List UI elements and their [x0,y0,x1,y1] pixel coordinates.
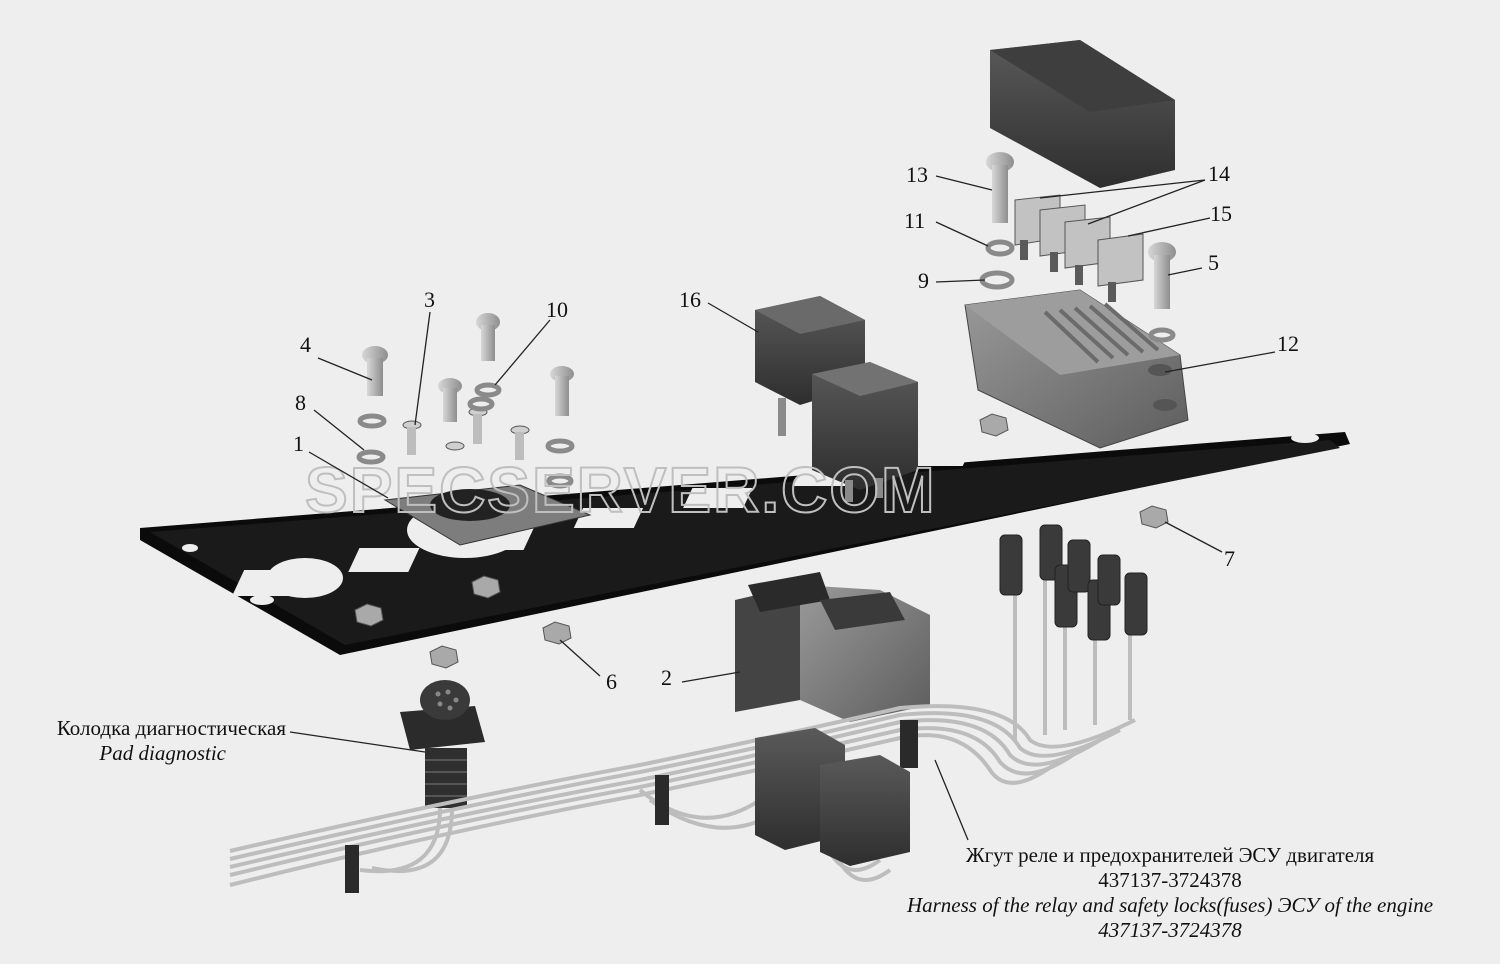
callout-6: 6 [606,669,617,694]
harness-terminals [999,524,1148,641]
callout-13: 13 [906,162,928,187]
callout-9: 9 [918,268,929,293]
callout-numbers: 1 2 3 4 5 6 7 8 9 10 11 12 13 14 15 16 [293,161,1299,694]
fuse-box-cover [990,40,1175,188]
nut-part-7 [1139,505,1169,529]
bolt-top-center [476,313,500,361]
caption-diagnostic-pad-en: Pad diagnostic [99,741,226,765]
caption-diagnostic-pad-ru: Колодка диагностическая [56,716,286,740]
watermark: SPECSERVER.COM [305,454,936,526]
harness-clips [345,720,918,893]
caption-harness-ru: Жгут реле и предохранителей ЭСУ двигател… [965,843,1375,867]
washer-part-11 [985,239,1015,257]
washer-fusebox [1148,327,1176,343]
diagnostic-connector [400,680,485,808]
callout-4: 4 [300,332,311,357]
caption-harness: Жгут реле и предохранителей ЭСУ двигател… [850,843,1490,943]
washers [356,382,575,489]
callout-10: 10 [546,297,568,322]
relay-socket-part-2 [735,572,930,722]
bolt-right [550,366,574,416]
screw-pair [445,407,530,460]
nuts [354,413,1169,669]
fuses-part-14 [1014,194,1144,302]
callout-16: 16 [679,287,701,312]
screw-part-3 [402,420,422,455]
callout-1: 1 [293,431,304,456]
callout-5: 5 [1208,250,1219,275]
fuse-box-part-12 [964,289,1189,449]
mounting-plate [111,377,1350,655]
leader-lines [289,175,1276,841]
bolt-part-13 [986,152,1014,223]
relay-second [812,362,918,502]
callout-3: 3 [424,287,435,312]
nut-part-6 [542,621,572,645]
callout-11: 11 [904,208,925,233]
caption-harness-ru-part: 437137-3724378 [1098,868,1242,892]
caption-harness-en: Harness of the relay and safety locks(fu… [906,893,1434,917]
bolt-center [438,378,462,422]
callout-15: 15 [1210,201,1232,226]
callout-7: 7 [1224,546,1235,571]
callout-2: 2 [661,665,672,690]
bolt-part-4 [362,346,388,396]
adapter-plate [383,484,592,546]
caption-diagnostic-pad: Колодка диагностическая Pad diagnostic [10,716,286,766]
washer-part-9 [979,270,1015,290]
harness-relay-sockets [755,728,910,866]
bolt-part-5 [1148,242,1176,309]
callout-8: 8 [295,390,306,415]
caption-harness-en-part: 437137-3724378 [1098,918,1242,942]
callout-14: 14 [1208,161,1230,186]
callout-12: 12 [1277,331,1299,356]
